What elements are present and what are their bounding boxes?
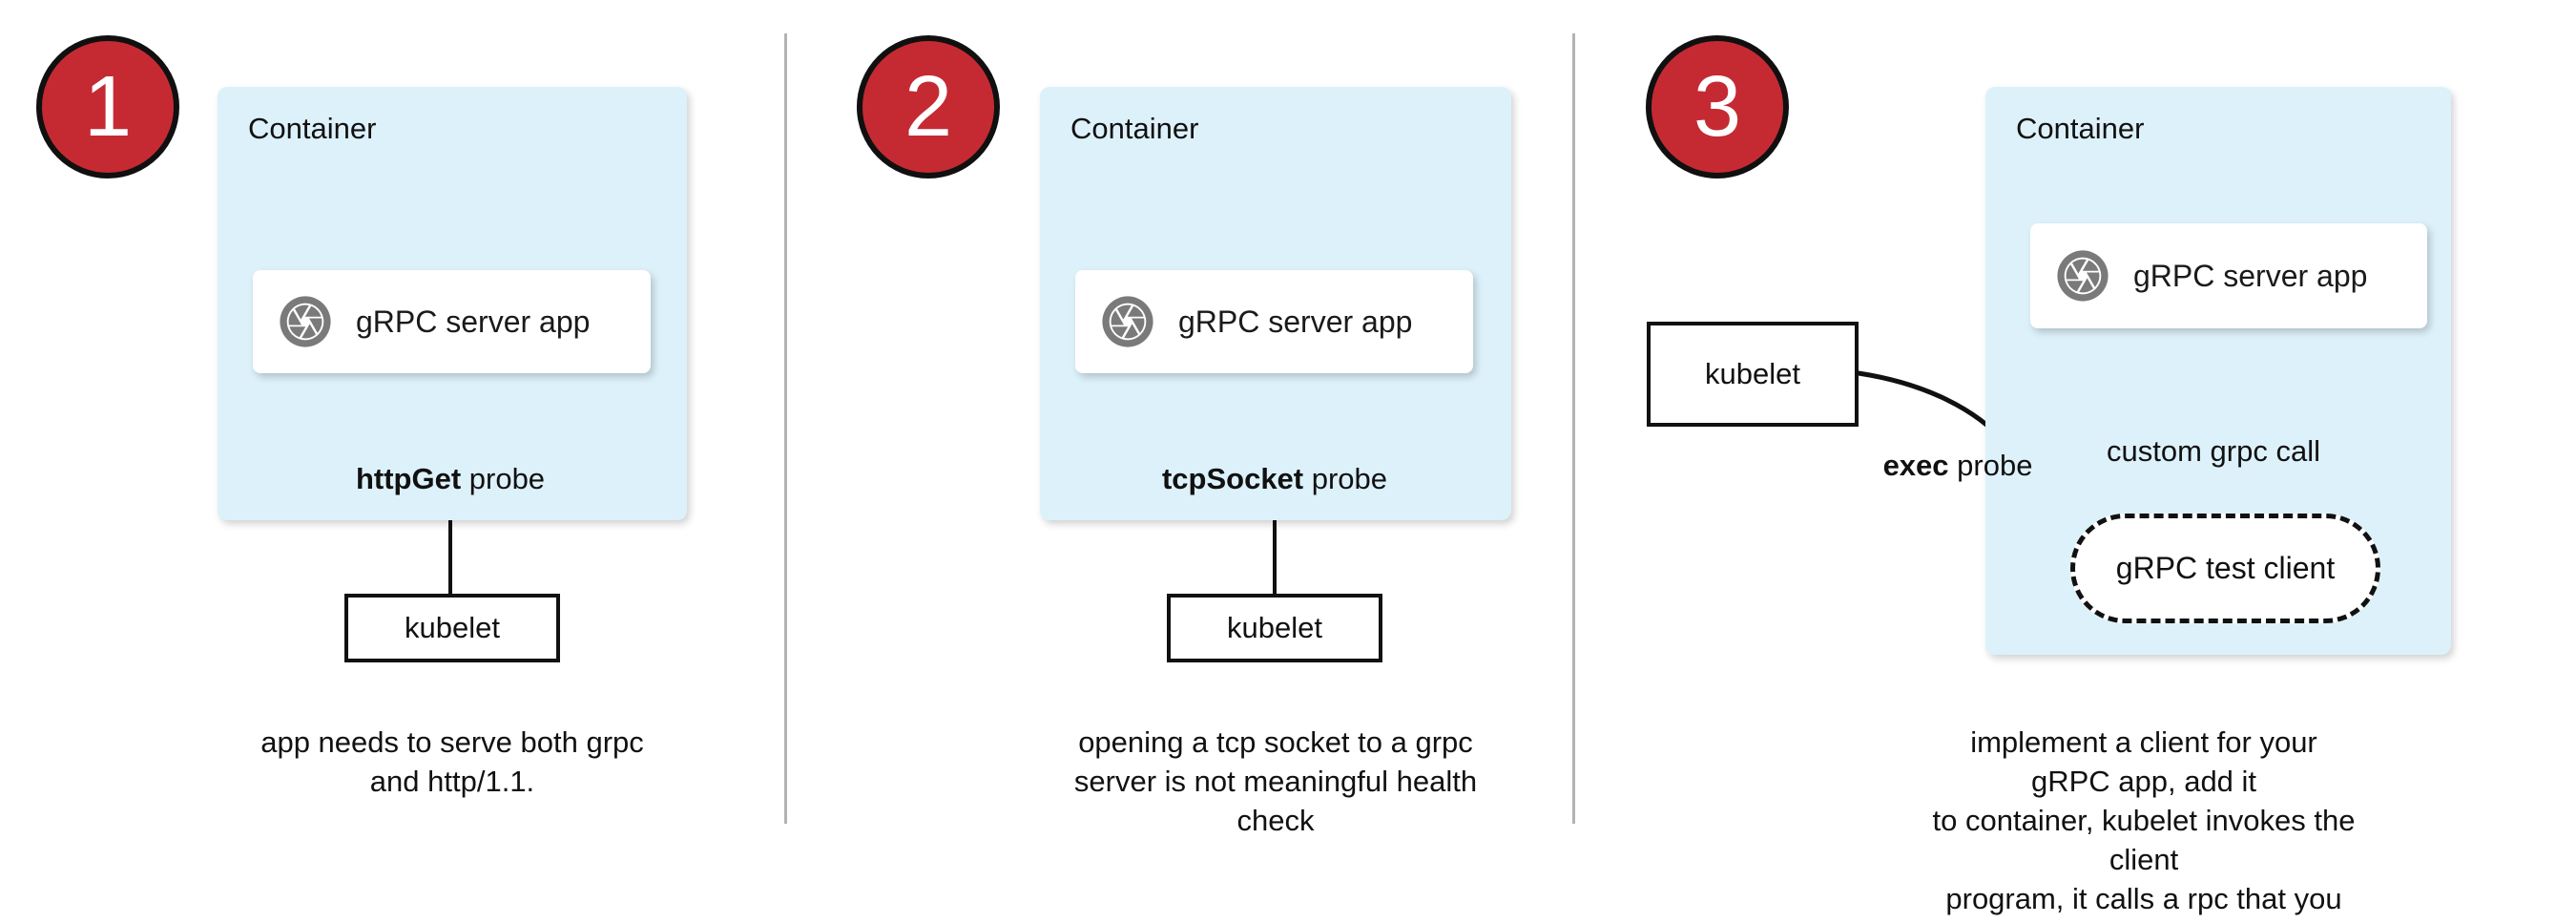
exec-probe-curve-upper <box>1856 370 2008 446</box>
app-label: gRPC server app <box>356 304 591 339</box>
probe-word: probe <box>461 462 546 495</box>
caption-2: opening a tcp socket to a grpc server is… <box>1073 725 1478 837</box>
grpc-server-app-box-2: gRPC server app <box>1075 270 1473 373</box>
step-badge-2: 2 <box>857 35 1000 178</box>
grpc-server-app-box-1: gRPC server app <box>253 270 651 373</box>
kubelet-box-2: kubelet <box>1167 594 1382 662</box>
grpc-server-app-box-3: gRPC server app <box>2030 223 2427 328</box>
probe-type: tcpSocket <box>1161 462 1304 495</box>
step-badge-1: 1 <box>36 35 179 178</box>
custom-grpc-call-label: custom grpc call <box>2099 432 2328 471</box>
step-number: 2 <box>904 59 953 155</box>
panel-divider <box>1572 33 1575 824</box>
kubelet-box-3: kubelet <box>1647 322 1859 427</box>
probe-label-3: exec probe <box>1883 449 2033 483</box>
probe-word: probe <box>1303 462 1388 495</box>
container-label: Container <box>1070 112 1199 145</box>
app-label: gRPC server app <box>2133 258 2368 293</box>
step-badge-3: 3 <box>1646 35 1789 178</box>
grpc-test-client-box: gRPC test client <box>2070 514 2380 623</box>
container-label: Container <box>248 112 377 145</box>
caption-3: implement a client for your gRPC app, ad… <box>1932 725 2356 923</box>
probe-label-1: httpGet probe <box>347 460 553 498</box>
probe-label-2: tcpSocket probe <box>1153 460 1396 498</box>
step-number: 1 <box>83 59 133 155</box>
panel-divider <box>784 33 787 824</box>
aperture-icon <box>2057 250 2109 302</box>
step-number: 3 <box>1693 59 1742 155</box>
probe-type: exec <box>1882 449 1949 482</box>
kubelet-box-1: kubelet <box>344 594 560 662</box>
caption-1: app needs to serve both grpc and http/1.… <box>260 725 644 798</box>
aperture-icon <box>280 296 331 347</box>
app-label: gRPC server app <box>1178 304 1413 339</box>
probe-type: httpGet <box>355 462 462 495</box>
probe-word: probe <box>1948 449 2033 482</box>
container-label: Container <box>2016 112 2145 145</box>
aperture-icon <box>1102 296 1153 347</box>
